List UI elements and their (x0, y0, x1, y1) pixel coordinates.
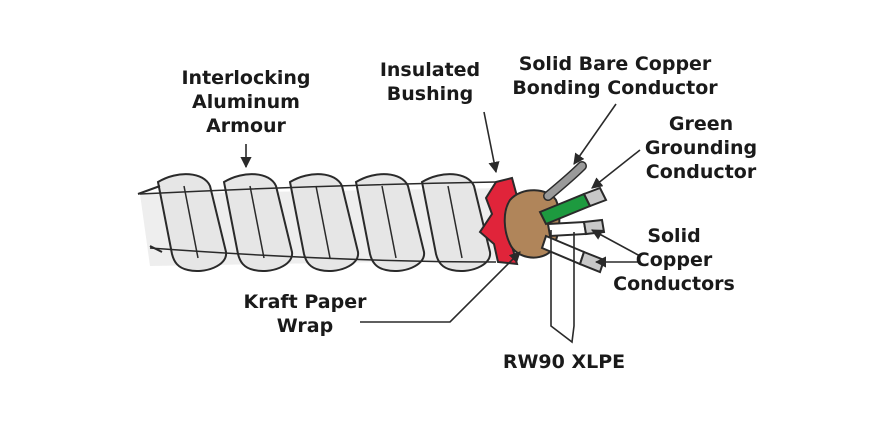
armour-groove (315, 185, 331, 259)
leader-lines (240, 103, 641, 344)
armour-ridge (420, 173, 492, 272)
solid-copper-label: Solid Copper Conductors (613, 225, 735, 295)
grounding-label: Green Grounding Conductor (644, 113, 758, 183)
armour-groove (249, 185, 265, 259)
rw90-leader (550, 230, 575, 344)
armour-ridges (137, 173, 497, 272)
rw90-label: RW90 XLPE (502, 351, 626, 373)
armour-groove (381, 185, 397, 259)
armour-ridge (156, 173, 228, 272)
kraft-leader (360, 251, 521, 323)
armour-label: Interlocking Aluminum Armour (181, 67, 311, 137)
grounding-leader (591, 149, 641, 189)
copper-leader-1 (591, 229, 641, 257)
armour-groove (183, 185, 199, 259)
armour-ridge (288, 173, 360, 272)
aluminum-armour (137, 173, 505, 272)
armour-groove (447, 185, 463, 259)
bushing-label: Insulated Bushing (379, 59, 481, 105)
armour-outline (139, 181, 497, 263)
conductors (538, 161, 608, 274)
bonding-leader (573, 103, 617, 165)
armour-ridge (354, 173, 426, 272)
kraft-label: Kraft Paper Wrap (243, 291, 367, 337)
white-insulated-conductor (540, 234, 586, 266)
armour-ridge (222, 173, 294, 272)
bonding-label: Solid Bare Copper Bonding Conductor (512, 53, 718, 99)
bushing-leader (483, 111, 500, 174)
white-insulated-conductor (546, 220, 588, 238)
